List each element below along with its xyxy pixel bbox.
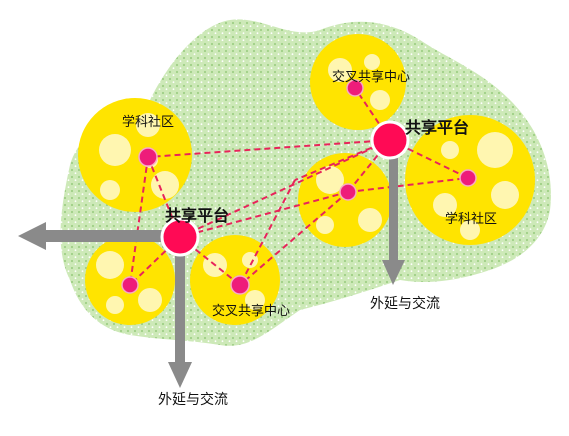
label-cross-center-bottom: 交叉共享中心 [212, 304, 291, 319]
label-cross-center-top: 交叉共享中心 [332, 70, 411, 85]
network-nodes [121, 79, 477, 295]
arrow-icon [18, 140, 405, 388]
label-extension-right: 外延与交流 [370, 296, 440, 312]
label-extension-left: 外延与交流 [158, 392, 228, 408]
label-platform-right: 共享平台 [405, 118, 470, 137]
hub-nodes [160, 120, 410, 257]
label-community-right: 学科社区 [445, 212, 498, 227]
label-platform-left: 共享平台 [165, 206, 230, 225]
label-community-left: 学科社区 [122, 115, 175, 130]
